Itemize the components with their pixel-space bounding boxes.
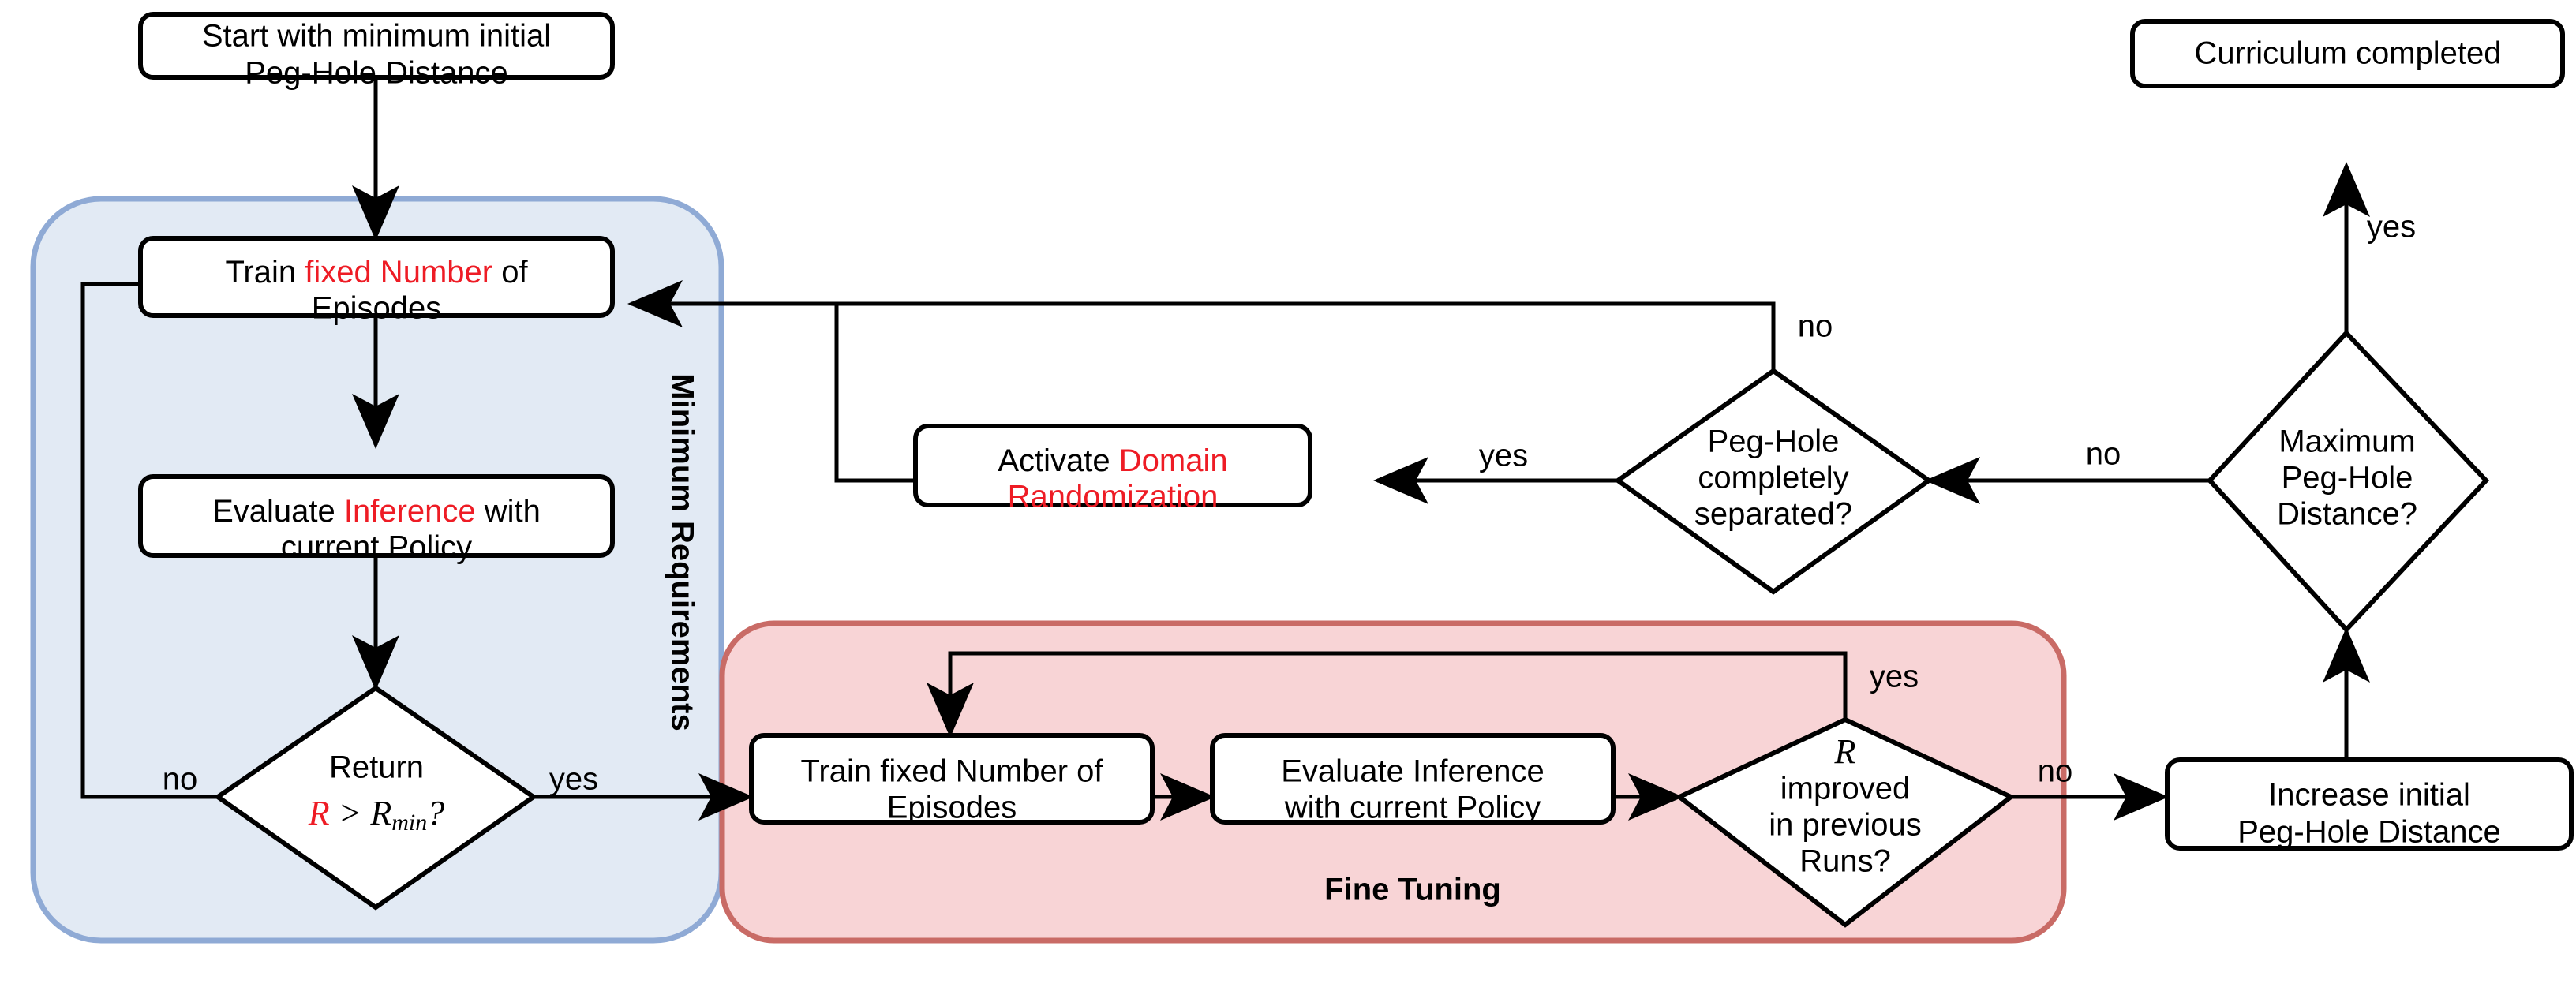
edge-return-no-loop xyxy=(80,260,218,799)
node-domainrand-line1: Activate Domain xyxy=(998,443,1227,478)
return-symbol-question: ? xyxy=(427,794,444,832)
group-label-minimum-requirements: Minimum Requirements xyxy=(665,373,699,731)
return-symbol-R: R xyxy=(308,794,330,832)
return-symbol-min: min xyxy=(391,810,427,836)
node-domain-randomization[interactable]: Activate Domain Randomization xyxy=(913,424,1312,514)
node-start[interactable]: Start with minimum initial Peg-Hole Dist… xyxy=(138,12,615,91)
edge-label-return-no: no xyxy=(163,762,198,797)
train-mr-text-a: Train xyxy=(225,255,305,290)
edge-label-pegsep-no: no xyxy=(1798,309,1833,344)
node-return-line1: Return xyxy=(329,750,424,785)
return-symbol-gt: > xyxy=(330,794,371,832)
node-curriculum-done-label: Curriculum completed xyxy=(2194,36,2501,71)
node-rimproved-symbol: R xyxy=(1834,732,1856,771)
node-evaluate-fine-tuning[interactable]: Evaluate Inference with current Policy xyxy=(1210,733,1616,825)
node-max-distance-check[interactable]: Maximum Peg-Hole Distance? xyxy=(2206,329,2490,634)
edge-label-maxdistance-no: no xyxy=(2086,437,2121,472)
node-maxdistance-line2: Peg-Hole xyxy=(2282,461,2413,496)
edge-pegsep-no-to-train xyxy=(627,280,1776,372)
node-increase-line1: Increase initial xyxy=(2268,778,2470,813)
edge-label-maxdistance-yes: yes xyxy=(2367,210,2416,245)
eval-mr-text-highlight: Inference xyxy=(344,494,476,529)
node-maxdistance-line3: Distance? xyxy=(2277,497,2417,532)
node-evaluate-ft-line2: with current Policy xyxy=(1284,791,1541,825)
node-rimproved-line4: Runs? xyxy=(1799,844,1891,879)
node-train-minimum-requirements[interactable]: Train fixed Number of Episodes xyxy=(138,236,615,326)
node-pegsep-line3: separated? xyxy=(1694,497,1852,532)
domainrand-text-highlight: Domain xyxy=(1119,443,1228,478)
edge-label-rimproved-yes: yes xyxy=(1870,660,1919,694)
node-start-line1: Start with minimum initial xyxy=(202,19,551,54)
node-pegsep-line2: completely xyxy=(1698,461,1848,496)
edge-label-rimproved-no: no xyxy=(2038,754,2073,789)
node-increase-distance[interactable]: Increase initial Peg-Hole Distance xyxy=(2165,757,2574,851)
eval-mr-text-c: with xyxy=(476,494,541,529)
train-mr-text-highlight: fixed Number xyxy=(305,255,492,290)
node-train-mr-line2: Episodes xyxy=(312,291,442,326)
node-domainrand-line2: Randomization xyxy=(1008,480,1219,514)
node-evaluate-mr-line2: current Policy xyxy=(281,530,472,565)
node-train-fine-tuning[interactable]: Train fixed Number of Episodes xyxy=(749,733,1155,825)
edge-label-return-yes: yes xyxy=(549,762,598,797)
eval-mr-text-a: Evaluate xyxy=(212,494,344,529)
node-peg-hole-separated-check[interactable]: Peg-Hole completely separated? xyxy=(1613,368,1934,595)
node-train-ft-line2: Episodes xyxy=(887,791,1017,825)
node-pegsep-line1: Peg-Hole xyxy=(1708,424,1840,459)
node-r-improved-check[interactable]: R improved in previous Runs? xyxy=(1675,716,2016,928)
node-rimproved-line3: in previous xyxy=(1769,808,1921,843)
node-rimproved-line2: improved xyxy=(1780,772,1911,806)
edge-domainrand-to-train xyxy=(834,304,914,483)
edge-label-pegsep-yes: yes xyxy=(1479,439,1528,473)
node-train-mr-line1: Train fixed Number of xyxy=(225,255,528,290)
node-start-line2: Peg-Hole Distance xyxy=(245,56,508,91)
train-mr-text-c: of xyxy=(492,255,528,290)
edge-rimproved-yes-loop xyxy=(927,651,1848,738)
node-evaluate-mr-line1: Evaluate Inference with xyxy=(212,494,541,529)
domainrand-text-a: Activate xyxy=(998,443,1118,478)
node-evaluate-ft-line1: Evaluate Inference xyxy=(1281,754,1544,789)
node-return-check[interactable]: Return R > Rmin? xyxy=(213,685,538,911)
group-label-fine-tuning: Fine Tuning xyxy=(1324,873,1501,907)
node-evaluate-minimum-requirements[interactable]: Evaluate Inference with current Policy xyxy=(138,474,615,565)
node-train-ft-line1: Train fixed Number of xyxy=(800,754,1103,789)
node-return-formula: R > Rmin? xyxy=(308,794,444,836)
node-curriculum-completed[interactable]: Curriculum completed xyxy=(2130,19,2565,88)
node-increase-line2: Peg-Hole Distance xyxy=(2237,815,2501,850)
node-maxdistance-line1: Maximum xyxy=(2278,424,2415,459)
return-symbol-Rmin: R xyxy=(369,794,391,832)
